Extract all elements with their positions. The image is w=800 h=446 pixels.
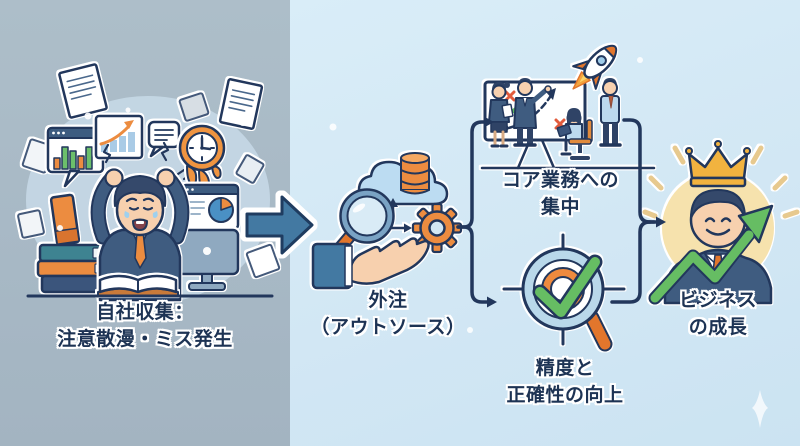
- before-label-line2: 注意散漫・ミス発生: [57, 329, 233, 350]
- growth-label-line2: の成長: [688, 317, 748, 338]
- connector-to-accuracy: [456, 225, 490, 304]
- decor-dots: [329, 57, 643, 333]
- sparkle-icon: [752, 390, 768, 428]
- speech-bubble-icon: [147, 120, 181, 158]
- business-growth-illustration: [642, 140, 800, 305]
- before-label: 自社収集： 注意散漫・ミス発生: [0, 299, 290, 353]
- stressed-worker-illustration: [17, 63, 281, 304]
- rocket-icon: [572, 44, 618, 90]
- connector-from-accuracy: [610, 220, 656, 304]
- growth-label: ビジネス の成長: [648, 287, 788, 341]
- gear-icon: [411, 202, 463, 254]
- transition-arrow-icon: [242, 192, 317, 258]
- accuracy-label-line1: 精度と: [535, 358, 595, 379]
- open-book-icon: [97, 274, 179, 297]
- team-members: [488, 78, 622, 160]
- core-focus-label-line1: コア業務への: [501, 170, 619, 191]
- outsource-label: 外注 （アウトソース）: [298, 287, 478, 341]
- core-focus-label-line2: 集中: [540, 197, 580, 218]
- growth-label-line1: ビジネス: [678, 290, 757, 311]
- accuracy-label: 精度と 正確性の向上: [480, 355, 650, 409]
- before-label-line1: 自社収集：: [96, 302, 194, 323]
- open-hand-icon: [311, 237, 430, 290]
- connector-from-core: [622, 118, 652, 224]
- growth-arrow-icon: [648, 204, 774, 305]
- crown-icon: [685, 140, 751, 188]
- accuracy-target-illustration: [502, 233, 626, 352]
- checkmark-icon: [532, 254, 603, 320]
- database-icon: [400, 152, 430, 195]
- accuracy-label-line2: 正確性の向上: [506, 385, 624, 406]
- outsource-label-line1: 外注: [368, 290, 408, 311]
- outsource-label-line2: （アウトソース）: [310, 317, 466, 338]
- outsource-hand-illustration: [311, 152, 463, 290]
- core-business-illustration: [480, 44, 656, 170]
- stress-marks: [102, 141, 192, 181]
- pie-chart-icon: [180, 183, 240, 231]
- core-focus-label: コア業務への 集中: [478, 167, 643, 221]
- flying-paper-icon: [17, 63, 281, 279]
- sun-rays-icon: [642, 145, 800, 219]
